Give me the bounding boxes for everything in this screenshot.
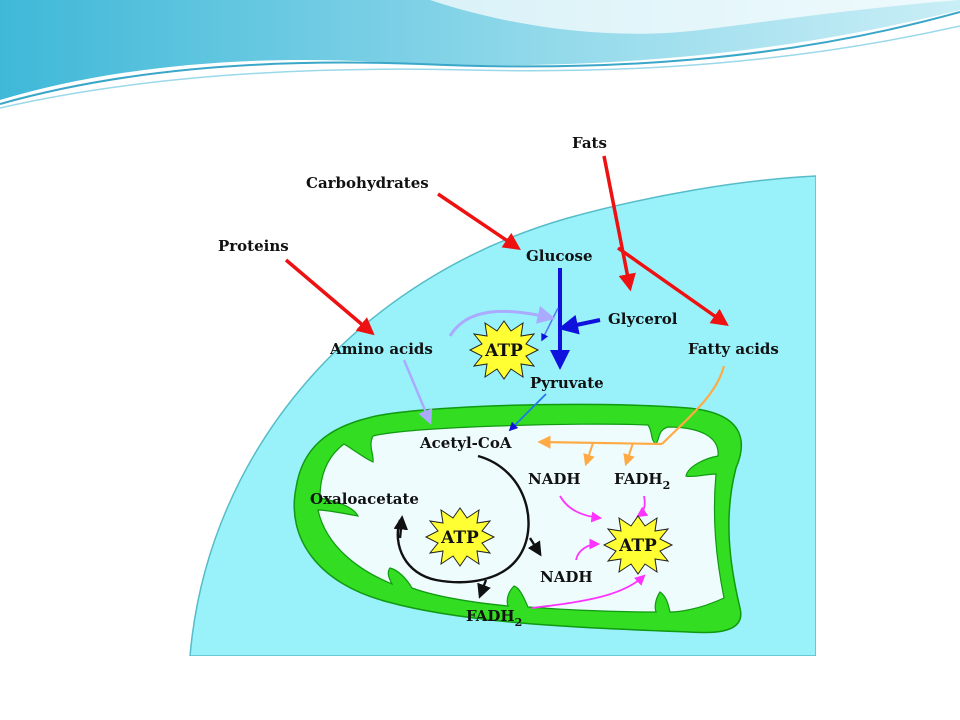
arrow-orange-to-nadh [583, 442, 595, 467]
label-fadh2-top: FADH2 [614, 470, 670, 492]
arrow-nadh-bottom-to-atp [575, 538, 601, 561]
arrow-fadh2-bottom-to-atp [531, 574, 646, 609]
label-pyruvate: Pyruvate [530, 374, 604, 392]
arrow-carbohydrates-to-glucose [437, 192, 521, 250]
label-proteins: Proteins [218, 237, 289, 255]
atp-star-cytoplasm: ATP [468, 320, 540, 380]
atp-label-electron-transport: ATP [618, 536, 657, 556]
krebs-arrowhead-nadh [527, 537, 542, 557]
krebs-arrowhead-oxaloacetate [393, 515, 409, 539]
label-glycerol: Glycerol [608, 310, 678, 328]
header-swoosh [0, 0, 960, 109]
atp-star-krebs: ATP [424, 507, 496, 567]
krebs-arrowhead-fadh2 [477, 579, 491, 599]
metabolism-diagram: ATP ATP ATP Fats Carbohydrates Proteins … [168, 118, 816, 656]
label-fats: Fats [572, 134, 607, 152]
arrow-fats-to-fatty-acids [616, 246, 729, 327]
arrow-orange-to-fadh2 [623, 442, 635, 467]
label-glucose: Glucose [526, 247, 593, 265]
arrow-fats-to-glycerol [602, 155, 636, 292]
label-nadh-top: NADH [528, 470, 581, 488]
label-acetyl-coa: Acetyl-CoA [419, 434, 512, 452]
label-amino-acids: Amino acids [329, 340, 433, 358]
label-fadh2-bottom: FADH2 [466, 607, 522, 629]
arrow-pyruvate-to-acetyl-coa [508, 393, 547, 432]
krebs-cycle-arc [396, 454, 530, 584]
arrow-glycerol-to-glycolysis [558, 314, 601, 335]
arrow-fatty-acids-to-matrix [661, 365, 726, 445]
arrow-amino-acids-to-glucose [448, 306, 556, 337]
label-oxaloacetate: Oxaloacetate [310, 490, 419, 508]
arrow-nadh-top-to-atp [559, 495, 603, 523]
label-carbohydrates: Carbohydrates [306, 174, 429, 192]
label-nadh-bottom: NADH [540, 568, 593, 586]
arrow-to-acetyl-coa-orange [537, 435, 663, 449]
arrow-proteins-to-amino-acids [284, 258, 375, 336]
label-fatty-acids: Fatty acids [688, 340, 779, 358]
atp-label-cytoplasm: ATP [484, 341, 523, 361]
arrow-amino-acids-to-acetyl-coa [402, 359, 433, 425]
atp-label-krebs: ATP [440, 528, 479, 548]
arrow-fadh2-top-to-atp [636, 495, 649, 518]
atp-star-electron-transport: ATP [602, 515, 674, 575]
